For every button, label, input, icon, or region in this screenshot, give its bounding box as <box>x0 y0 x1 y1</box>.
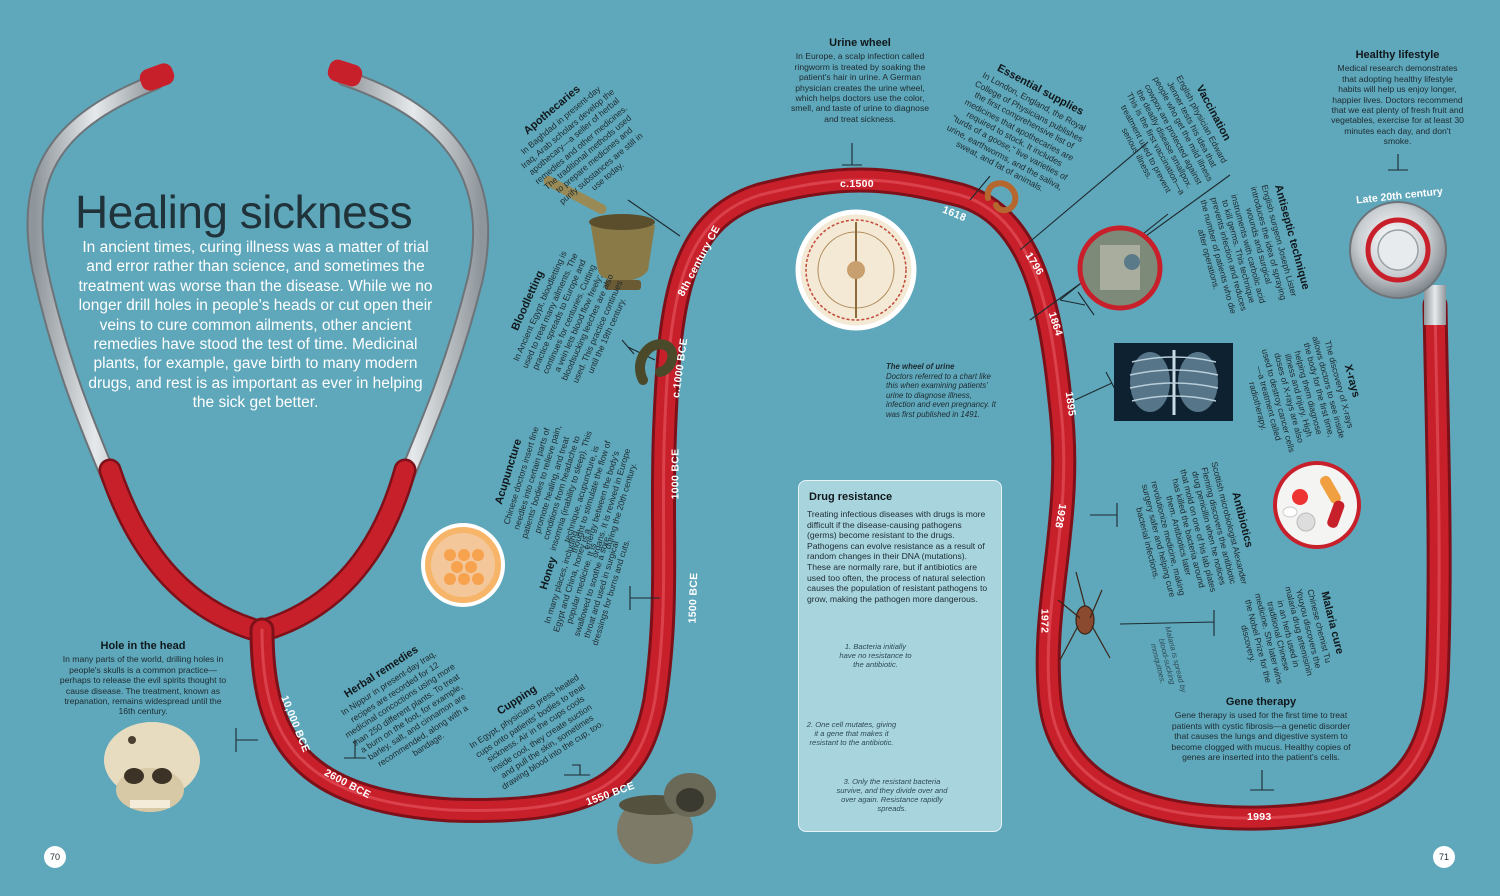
drug-note-1: 1. Bacteria initially have no resistance… <box>839 642 912 669</box>
entry-body: In many parts of the world, drilling hol… <box>59 654 227 717</box>
entry-title: Gene therapy <box>1225 696 1297 708</box>
drug-note-2: 2. One cell mutates, giving it a gene th… <box>806 720 897 747</box>
mosquito-icon <box>1057 571 1111 661</box>
pills-icon <box>1273 461 1361 549</box>
date-1000bce: 1000 BCE <box>669 448 682 500</box>
date-1993: 1993 <box>1247 811 1272 823</box>
ear-tip-right <box>327 59 363 87</box>
drug-note-3: 3. Only the resistant bacteria survive, … <box>836 777 948 813</box>
date-1972: 1972 <box>1038 608 1051 634</box>
xray-icon <box>1114 343 1233 421</box>
ear-tip-left <box>139 63 175 91</box>
page-number-right: 71 <box>1433 846 1455 868</box>
cups-icon <box>617 773 716 864</box>
urine-wheel-icon <box>795 209 917 331</box>
entry-title: Urine wheel <box>829 37 891 49</box>
caption-title: The wheel of urine <box>886 362 955 371</box>
date-c1500: c.1500 <box>840 178 874 190</box>
entry-body: Medical research demonstrates that adopt… <box>1331 63 1464 147</box>
leech-icon <box>635 339 678 385</box>
entry-healthy-lifestyle: Healthy lifestyle Medical research demon… <box>1330 49 1465 147</box>
mortar-icon <box>543 175 655 290</box>
caption-body: Doctors referred to a chart like this wh… <box>886 371 996 419</box>
entry-title: Healthy lifestyle <box>1355 49 1440 61</box>
entry-body: Gene therapy is used for the first time … <box>1171 710 1351 763</box>
entry-urine-wheel: Urine wheel In Europe, a scalp infection… <box>790 37 930 124</box>
panel-body: Treating infectious diseases with drugs … <box>807 509 988 604</box>
honeycomb-icon <box>421 523 505 607</box>
date-1500bce: 1500 BCE <box>686 572 701 624</box>
page-number-left: 70 <box>44 846 66 868</box>
urine-wheel-caption: The wheel of urine Doctors referred to a… <box>886 362 996 420</box>
panel-title: Drug resistance <box>809 491 893 503</box>
entry-hole-in-the-head: Hole in the head In many parts of the wo… <box>58 640 228 717</box>
intro-text: In ancient times, curing illness was a m… <box>78 239 433 412</box>
page-title: Healing sickness <box>75 186 413 238</box>
drug-resistance-panel: Drug resistance Treating infectious dise… <box>798 480 1002 832</box>
skull-icon <box>104 722 200 812</box>
entry-gene-therapy: Gene therapy Gene therapy is used for th… <box>1168 696 1354 763</box>
antiseptic-icon <box>1077 225 1163 311</box>
entry-body: In Europe, a scalp infection called ring… <box>790 51 930 124</box>
entry-title: Hole in the head <box>100 640 186 652</box>
earthworm-icon <box>984 180 1019 214</box>
